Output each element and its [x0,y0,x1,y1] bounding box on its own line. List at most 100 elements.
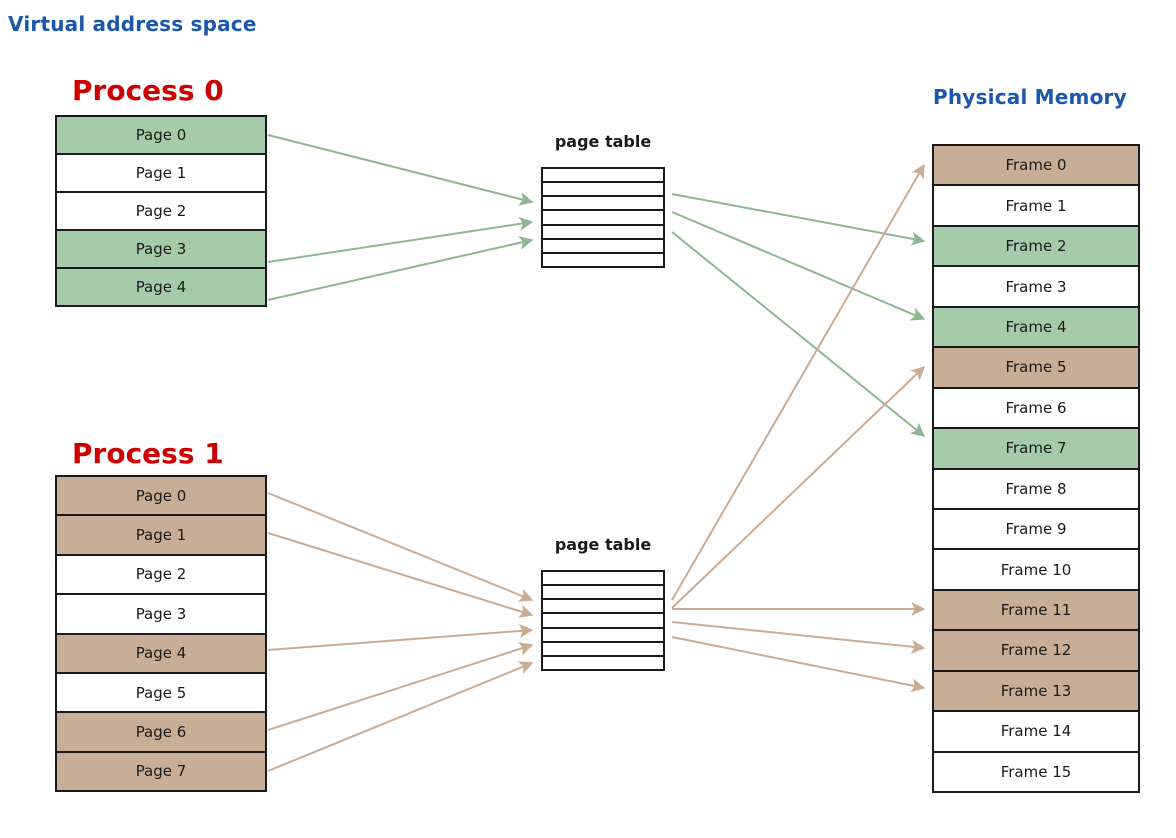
physical-frame-row: Frame 14 [934,712,1138,753]
arrow-page0-to-pagetable [267,134,534,206]
process0-page-row: Page 1 [57,155,265,193]
process0-page-label: Page 1 [135,164,187,182]
process0-page-row: Page 4 [57,269,265,305]
arrow-page4-to-pagetable [267,235,534,301]
process0-page-list: Page 0 Page 1 Page 2 Page 3 Page 4 [55,115,267,307]
page-table-0-entry [543,169,663,184]
physical-frame-row: Frame 12 [934,631,1138,672]
arrow-pagetable0-to-frame7 [671,231,926,437]
page-table-0-entry [543,197,663,212]
arrow-p1page4-to-pagetable [267,623,534,651]
process1-page-row: Page 7 [57,752,265,790]
physical-frame-label: Frame 0 [1005,156,1067,175]
page-table-1-entry [543,586,663,601]
page-table-1-entry [543,643,663,657]
page-table-0-entry [543,211,663,226]
physical-frame-label: Frame 2 [1005,237,1067,256]
process1-page-row: Page 0 [57,477,265,517]
process1-page-label: Page 7 [135,762,187,781]
physical-memory-frame-list: Frame 0 Frame 1 Frame 2 Frame 3 Frame 4 Frame… [932,144,1140,793]
process1-page-label: Page 6 [135,722,187,741]
page-table-0-entry [543,183,663,198]
page-table-0-entry [543,240,663,254]
process0-page-label: Page 2 [135,202,187,220]
physical-frame-row: Frame 9 [934,509,1138,551]
process1-page-label: Page 0 [135,486,187,505]
process0-page-row: Page 2 [57,193,265,231]
physical-frame-label: Frame 4 [1005,317,1067,336]
arrow-group-process0-to-pagetable [267,134,534,301]
page-table-1-entry [543,572,663,587]
arrow-p1page0-to-pagetable [267,492,534,602]
process1-page-label: Page 4 [135,644,187,663]
process0-page-label: Page 0 [135,126,187,144]
process1-page-row: Page 2 [57,555,265,596]
page-table-1-entry [543,600,663,615]
virtual-address-space-title: Virtual address space [8,12,257,36]
physical-frame-label: Frame 8 [1005,479,1067,498]
physical-frame-label: Frame 6 [1005,398,1067,417]
process1-page-row: Page 6 [57,713,265,753]
physical-memory-title: Physical Memory [933,85,1127,109]
process0-page-label: Page 4 [135,278,187,296]
physical-frame-label: Frame 12 [1000,641,1072,660]
physical-frame-row: Frame 5 [934,348,1138,389]
process1-page-label: Page 5 [135,683,187,702]
arrow-pagetable1-to-frame0 [671,163,925,601]
process0-page-row: Page 3 [57,231,265,269]
page-table-0-caption: page table [554,132,652,151]
arrow-pagetable0-to-frame4 [671,211,926,321]
process0-page-label: Page 3 [135,240,187,258]
page-table-1-entry [543,629,663,643]
arrow-page3-to-pagetable [267,216,534,263]
physical-frame-label: Frame 14 [1000,722,1072,741]
arrow-group-pagetable0-to-frames [671,193,926,437]
process0-page-row: Page 0 [57,117,265,155]
arrow-p1page6-to-pagetable [267,642,534,731]
physical-frame-label: Frame 5 [1005,358,1067,377]
arrow-pagetable0-to-frame2 [671,193,926,246]
process1-page-label: Page 2 [135,565,187,584]
process1-page-label: Page 3 [135,604,187,623]
arrow-p1page7-to-pagetable [267,661,534,772]
physical-frame-row: Frame 4 [934,307,1138,349]
page-table-0 [541,167,665,268]
physical-frame-label: Frame 15 [1000,762,1072,781]
arrow-p1page1-to-pagetable [267,532,534,618]
physical-frame-label: Frame 10 [1000,560,1072,579]
physical-frame-row: Frame 8 [934,469,1138,510]
process1-page-row: Page 1 [57,516,265,556]
page-table-1-entry [543,657,663,669]
physical-frame-row: Frame 15 [934,752,1138,791]
process1-title: Process 1 [72,437,224,470]
physical-frame-row: Frame 13 [934,671,1138,713]
page-table-0-entry [543,226,663,240]
physical-frame-label: Frame 1 [1005,196,1067,215]
physical-frame-label: Frame 9 [1005,520,1067,539]
physical-frame-row: Frame 7 [934,429,1138,470]
page-table-1-entry [543,614,663,629]
arrow-group-process1-to-pagetable [267,492,534,772]
physical-frame-label: Frame 11 [1000,601,1072,620]
physical-frame-row: Frame 3 [934,267,1138,308]
physical-frame-row: Frame 1 [934,186,1138,227]
physical-frame-row: Frame 11 [934,590,1138,632]
arrow-pagetable1-to-frame12 [671,621,926,654]
process1-page-row: Page 3 [57,595,265,635]
physical-frame-row: Frame 0 [934,146,1138,187]
physical-frame-label: Frame 7 [1005,439,1067,458]
process1-page-row: Page 4 [57,634,265,674]
physical-frame-label: Frame 3 [1005,277,1067,296]
physical-frame-row: Frame 2 [934,226,1138,268]
arrow-pagetable1-to-frame13 [671,636,926,693]
arrow-group-pagetable1-to-frames [671,163,926,693]
page-table-1-caption: page table [554,535,652,554]
process0-title: Process 0 [72,74,224,107]
physical-frame-row: Frame 6 [934,388,1138,430]
process1-page-label: Page 1 [135,526,187,545]
page-table-0-entry [543,254,663,266]
arrow-pagetable1-to-frame5 [671,366,926,609]
process1-page-row: Page 5 [57,673,265,714]
physical-frame-row: Frame 10 [934,550,1138,591]
